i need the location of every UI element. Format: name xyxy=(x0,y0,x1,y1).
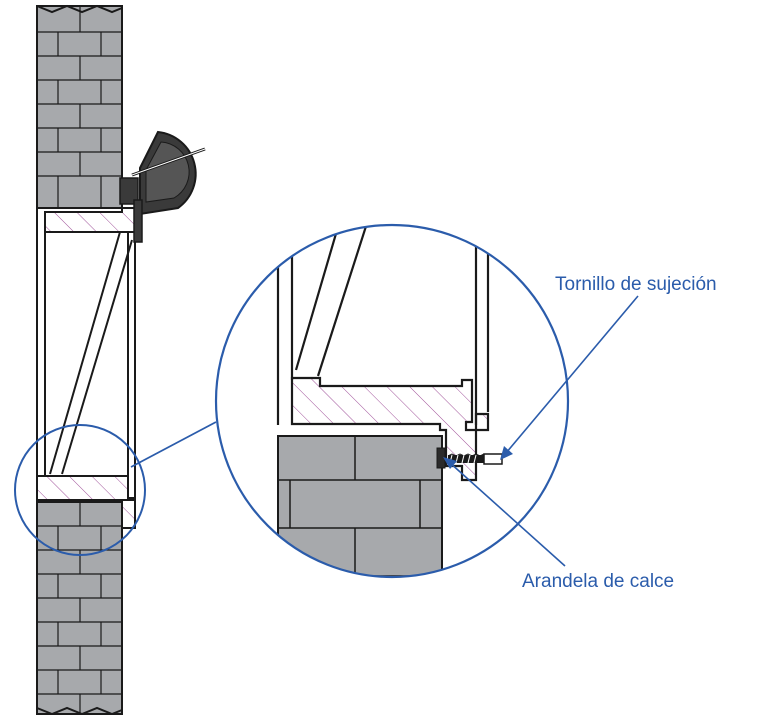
wall-section xyxy=(14,4,206,715)
wall-break-bottom xyxy=(36,706,123,715)
callout-washer: Arandela de calce xyxy=(443,457,674,592)
connector-line-top xyxy=(130,421,217,468)
detail-marker-circle xyxy=(14,424,146,556)
wall-break-top xyxy=(36,4,123,14)
detail-zoom xyxy=(214,223,570,579)
washer-label: Arandela de calce xyxy=(522,571,674,592)
zoom-sill-profile xyxy=(290,376,490,482)
fixing-screw-icon xyxy=(447,453,503,465)
lower-brick-wall xyxy=(36,501,123,715)
screw-leader-arrow xyxy=(500,446,513,460)
bottom-frame-profile xyxy=(36,475,136,529)
upper-brick-wall xyxy=(36,5,123,209)
screw-leader-line xyxy=(505,295,639,454)
window-frame xyxy=(36,207,136,501)
detail-zoom-circle xyxy=(214,223,570,579)
screw-label: Tornillo de sujeción xyxy=(555,274,717,295)
zoom-brick-wall xyxy=(277,435,443,577)
washer-leader-line xyxy=(448,461,566,567)
sealant-gun-icon xyxy=(119,130,206,243)
washer-leader-arrow xyxy=(443,457,457,469)
callout-screw: Tornillo de sujeción xyxy=(500,274,717,460)
